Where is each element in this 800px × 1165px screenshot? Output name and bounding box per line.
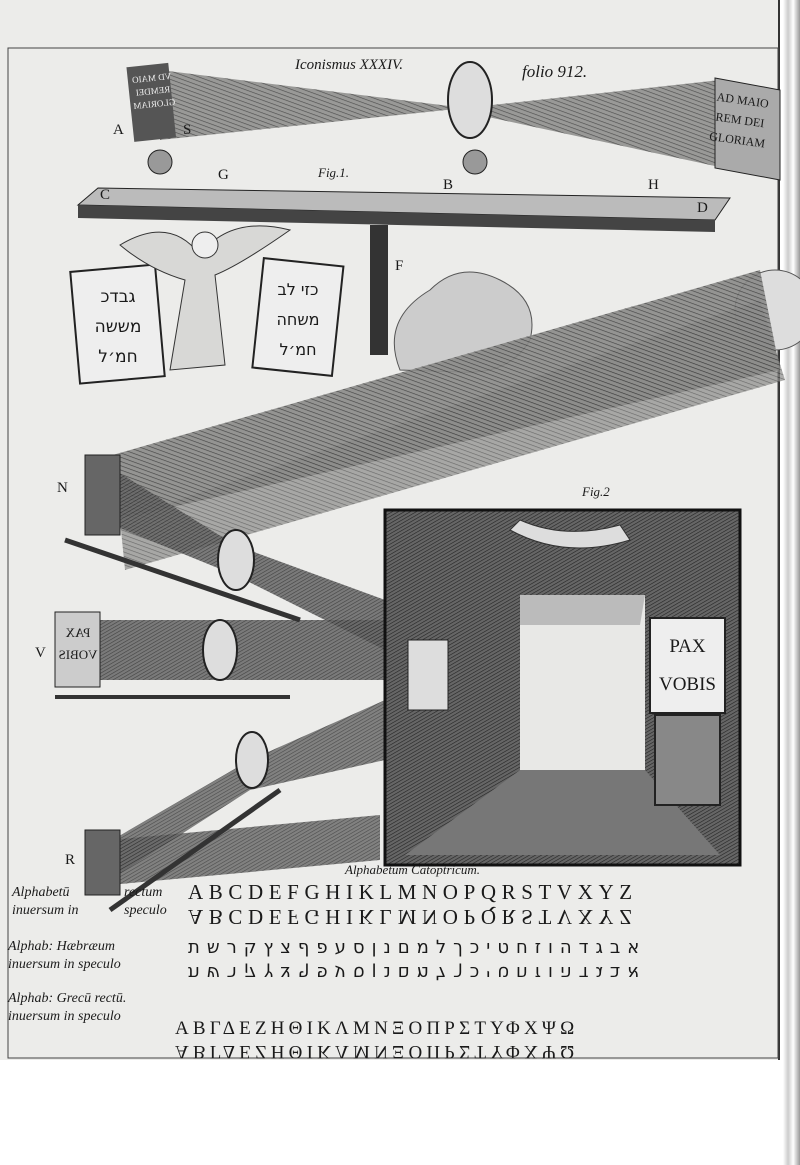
label-line: Alphab: Grecū rectū. bbox=[8, 991, 127, 1006]
hebrew-inverted-row: אבגדהוזחטיכךלמםנןסעפףצץקרשת bbox=[188, 962, 647, 983]
angel-figure bbox=[119, 225, 292, 371]
label-line: Alphabetū bbox=[12, 885, 70, 900]
sundial bbox=[509, 519, 631, 549]
tablet-line: כזי לב bbox=[277, 280, 319, 299]
sun-beam bbox=[95, 270, 780, 520]
sign-pax-vobis bbox=[649, 617, 726, 714]
object-card-text: VD MAIO REMDEI GLORIAM bbox=[130, 70, 176, 113]
label-line: inuersum in bbox=[12, 903, 79, 918]
label-a: A bbox=[113, 122, 124, 138]
lens bbox=[202, 619, 238, 681]
label-line: speculo bbox=[124, 903, 167, 918]
label-d: D bbox=[697, 200, 708, 216]
label-g: G bbox=[218, 167, 229, 183]
tablet-line: חמ׳ל bbox=[98, 347, 138, 367]
greek-upright-row: ΑΒΓΔΕΖΗΘΙΚΛΜΝΞΟΠΡΣΤΥΦΧΨΩ bbox=[175, 1018, 579, 1039]
sign-line: VOBIS bbox=[658, 674, 716, 695]
label-h: H bbox=[648, 177, 659, 193]
window bbox=[407, 639, 449, 711]
label-r: R bbox=[65, 852, 76, 868]
projection-screen bbox=[714, 77, 781, 181]
label-line: inuersum in speculo bbox=[8, 957, 121, 972]
sign-v bbox=[54, 611, 101, 688]
label-line: inuersum in speculo bbox=[8, 1009, 121, 1024]
hebrew-upright-row: אבגדהוזחטיכךלמםנןסעפףצץקרשת bbox=[188, 937, 647, 958]
mirror-n bbox=[84, 454, 121, 536]
latin-label: Alphabetū inuersum in bbox=[12, 884, 79, 920]
greek-label: Alphab: Grecū rectū. inuersum in speculo bbox=[8, 990, 126, 1026]
lens bbox=[217, 529, 255, 591]
folio-number: folio 912. bbox=[522, 62, 588, 81]
stand-pole bbox=[370, 225, 388, 355]
label-f: F bbox=[395, 258, 404, 274]
fig1-caption: Fig.1. bbox=[318, 165, 350, 180]
tablet-line: מששה bbox=[94, 317, 142, 337]
latin-label-2: rectum speculo bbox=[124, 884, 167, 920]
lens bbox=[447, 61, 493, 139]
label-line: rectum bbox=[124, 885, 163, 900]
label-v: V bbox=[35, 645, 46, 661]
reflected-beam bbox=[110, 815, 380, 885]
projected-text: AD MAIO REM DEI GLORIAM bbox=[708, 86, 772, 153]
sign-line: VOBIS bbox=[58, 647, 98, 662]
tablet-line: גבדכ bbox=[100, 287, 136, 307]
alphabet-title: Alphabetum Catoptricum. bbox=[345, 862, 481, 877]
label-c: C bbox=[100, 187, 111, 203]
sign-line: PAX bbox=[65, 625, 91, 640]
label-line: Alphab: Hæbræum bbox=[8, 939, 115, 954]
sign-v-text: PAX VOBIS bbox=[57, 622, 99, 666]
greek-inverted-row: ΑΒΓΔΕΖΗΘΙΚΛΜΝΞΟΠΡΣΤΥΦΧΨΩ bbox=[175, 1041, 579, 1062]
tablet-line: חמ׳ל bbox=[279, 340, 317, 359]
mirror-r bbox=[84, 829, 121, 896]
hebrew-label: Alphab: Hæbræum inuersum in speculo bbox=[8, 938, 121, 974]
label-s: S bbox=[183, 122, 192, 138]
object-card bbox=[126, 62, 177, 142]
left-tablet bbox=[69, 263, 166, 385]
light-beam bbox=[465, 80, 780, 180]
label-b: B bbox=[443, 177, 454, 193]
fig2-caption: Fig.2 bbox=[582, 484, 610, 499]
tablet-line: משחה bbox=[276, 310, 320, 329]
light-beam bbox=[160, 70, 465, 140]
latin-upright-row: ABCDEFGHIKLMNOPQRSTVXYZ bbox=[188, 880, 638, 904]
pax-vobis-text: PAX VOBIS bbox=[650, 628, 725, 704]
lens bbox=[235, 731, 269, 789]
right-tablet bbox=[251, 257, 345, 377]
latin-inverted-row: ABCDEFGHIKLMNOPQRSTVXYZ bbox=[188, 905, 638, 929]
sign-line: PAX bbox=[669, 636, 706, 657]
right-tablet-text: כזי לב משחה חמ׳ל bbox=[262, 275, 334, 365]
label-n: N bbox=[57, 480, 68, 496]
plate-title: Iconismus XXXIV. bbox=[295, 57, 404, 73]
sun-beam bbox=[120, 300, 785, 570]
left-tablet-text: גבדכ מששה חמ׳ל bbox=[82, 282, 154, 372]
portrait bbox=[654, 714, 721, 806]
